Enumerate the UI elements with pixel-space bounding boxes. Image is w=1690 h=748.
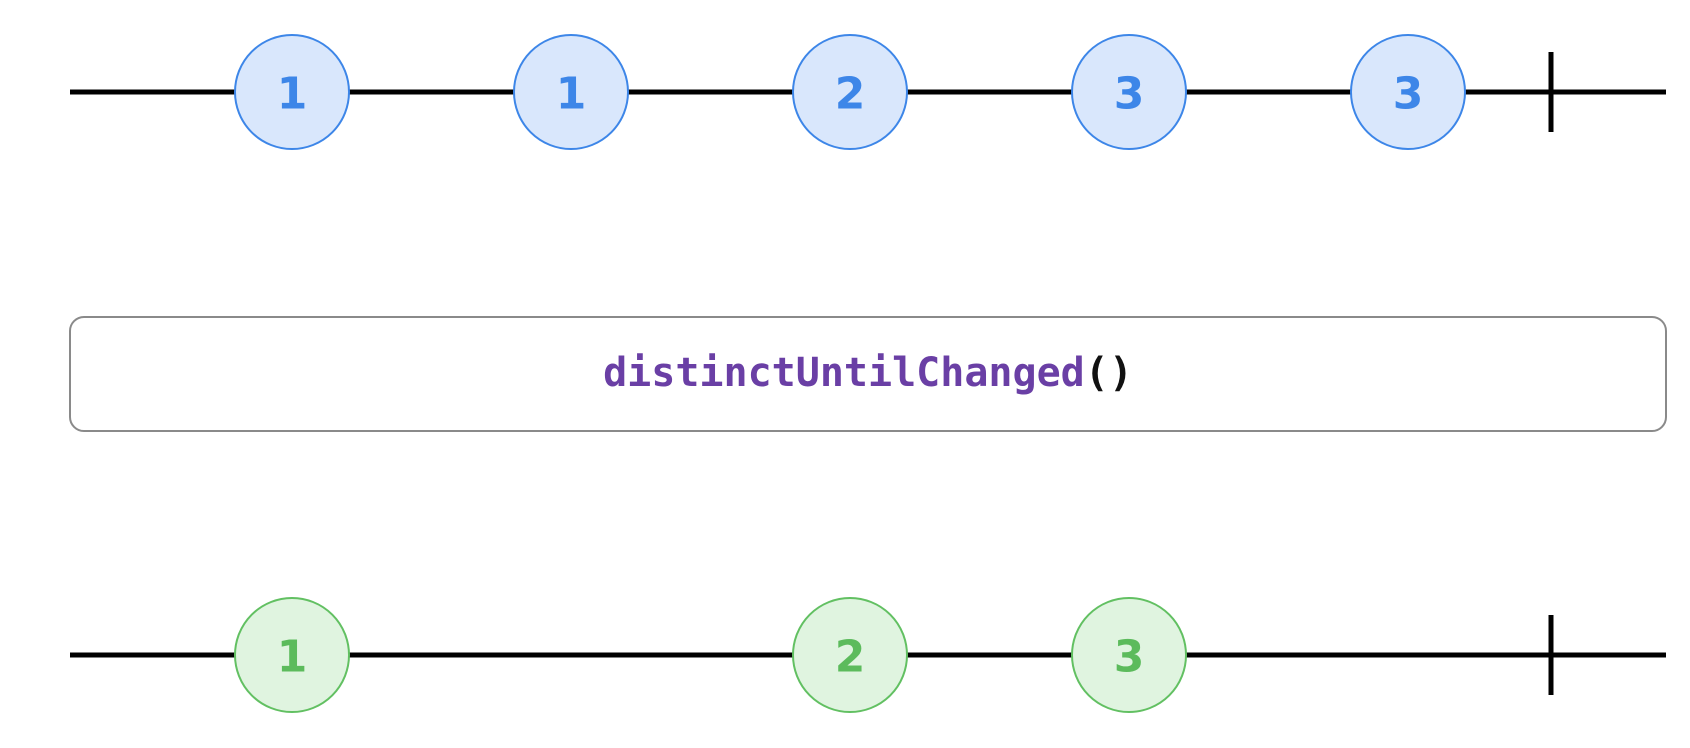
input-marble-circle — [1350, 34, 1466, 150]
operator-box — [69, 316, 1667, 432]
input-marble-label: 3 — [1393, 69, 1424, 120]
output-marble-circle — [234, 597, 350, 713]
input-marble-circle — [792, 34, 908, 150]
operator: distinctUntilChanged() — [69, 316, 1667, 432]
input-stream: 1 1 2 3 3 — [70, 34, 1666, 150]
input-marbles: 1 1 2 3 3 — [234, 34, 1466, 150]
input-marble-label: 2 — [835, 69, 866, 120]
input-marble: 1 — [513, 34, 629, 150]
output-marble: 2 — [792, 597, 908, 713]
operator-parens: () — [1085, 350, 1133, 396]
input-marble-circle — [1071, 34, 1187, 150]
input-marble-circle — [234, 34, 350, 150]
output-marble-label: 2 — [835, 632, 866, 683]
output-marble-label: 3 — [1114, 632, 1145, 683]
input-marble: 3 — [1071, 34, 1187, 150]
input-marble-label: 1 — [277, 69, 308, 120]
input-marble: 3 — [1350, 34, 1466, 150]
output-marble-circle — [792, 597, 908, 713]
output-stream: 1 2 3 — [70, 597, 1666, 713]
operator-name: distinctUntilChanged — [603, 350, 1085, 396]
output-marble-label: 1 — [277, 632, 308, 683]
operator-label: distinctUntilChanged() — [603, 350, 1133, 396]
input-marble: 2 — [792, 34, 908, 150]
input-marble-label: 1 — [556, 69, 587, 120]
input-marble: 1 — [234, 34, 350, 150]
output-marble: 3 — [1071, 597, 1187, 713]
output-marbles: 1 2 3 — [234, 597, 1187, 713]
input-marble-label: 3 — [1114, 69, 1145, 120]
input-marble-circle — [513, 34, 629, 150]
output-marble: 1 — [234, 597, 350, 713]
output-marble-circle — [1071, 597, 1187, 713]
